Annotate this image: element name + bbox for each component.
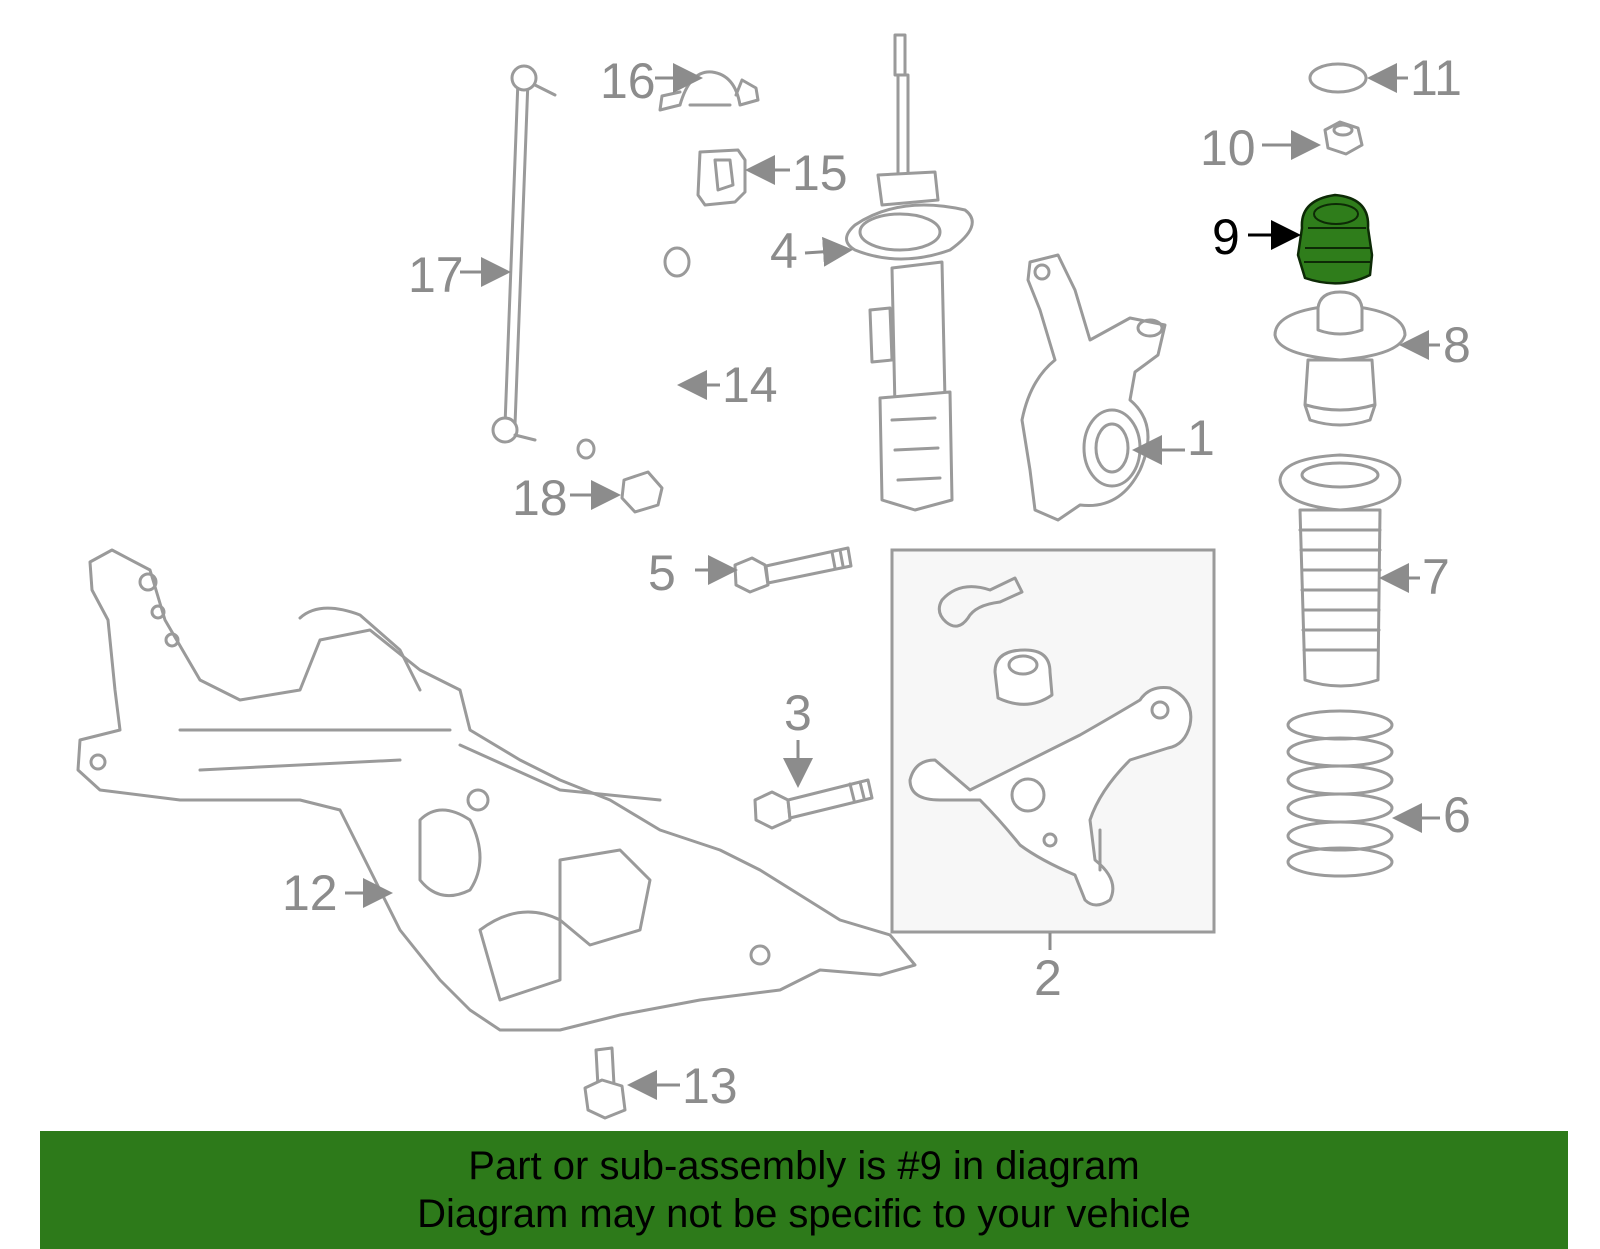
bolt-part-5 [733, 546, 853, 594]
callout-3: 3 [784, 685, 812, 741]
info-banner: Part or sub-assembly is #9 in diagram Di… [40, 1131, 1568, 1249]
callout-2: 2 [1034, 950, 1062, 1006]
seal-part-11 [1308, 62, 1368, 94]
callout-10: 10 [1200, 120, 1256, 176]
dust-boot-part-7 [1278, 453, 1402, 688]
callout-7: 7 [1422, 549, 1450, 605]
subframe-part-12 [76, 548, 917, 1032]
callout-13: 13 [682, 1058, 738, 1114]
stabilizer-link-part-17 [491, 64, 557, 444]
callout-18: 18 [512, 470, 568, 526]
callout-6: 6 [1443, 787, 1471, 843]
bolt-part-3 [753, 778, 874, 830]
callout-arrows [345, 63, 1440, 1100]
banner-line-disclaimer: Diagram may not be specific to your vehi… [417, 1192, 1191, 1236]
callout-4: 4 [770, 223, 798, 279]
callout-17: 17 [408, 247, 464, 303]
callout-8: 8 [1443, 317, 1471, 373]
callout-12: 12 [282, 865, 338, 921]
coil-spring-part-6 [1286, 709, 1394, 878]
callout-9: 9 [1212, 209, 1240, 265]
nut-part-18 [620, 470, 664, 514]
callout-1: 1 [1187, 410, 1215, 466]
callout-5: 5 [648, 545, 676, 601]
upper-support-part-9-highlighted [1296, 193, 1374, 285]
bushing-part-15 [696, 148, 747, 207]
callout-11: 11 [1410, 50, 1462, 106]
steering-knuckle-part-1 [1020, 253, 1167, 522]
bearing-part-8 [1273, 290, 1407, 427]
callout-14: 14 [722, 357, 778, 413]
callout-15: 15 [792, 145, 848, 201]
stabilizer-bar-part-14 [576, 156, 707, 460]
banner-line-part-number: Part or sub-assembly is #9 in diagram [468, 1144, 1140, 1188]
strut-part-4 [845, 33, 974, 512]
bolt-part-13 [583, 1046, 627, 1120]
lower-arm-assembly-part-2 [890, 548, 1216, 934]
nut-part-10 [1323, 120, 1364, 156]
callout-16: 16 [600, 53, 656, 109]
